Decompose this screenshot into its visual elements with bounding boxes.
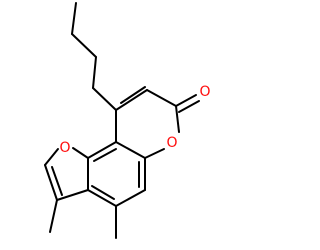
- butyl-chain: [71, 2, 117, 111]
- bond-c7-c6: [87, 189, 117, 207]
- bond-chain-4: [92, 87, 117, 111]
- bond-c5-ofuran: [72, 147, 89, 159]
- bond-carbonyl-2: [178, 100, 200, 113]
- chemical-structure: O O O: [44, 2, 211, 239]
- bond-c3-c2: [146, 89, 177, 107]
- bond-c4-c3: [115, 89, 148, 111]
- bond-c5-c4a: [87, 141, 117, 159]
- bond-o1-c8a: [144, 148, 165, 159]
- atom-o-furan: O: [59, 140, 70, 156]
- bond-c2f-c3f-inner: [51, 166, 63, 196]
- bond-c4-c3-inner: [120, 86, 146, 104]
- bond-c2-o1: [175, 105, 180, 133]
- bond-carbonyl-1: [175, 94, 197, 107]
- furan-ring: [44, 147, 89, 201]
- bond-c4a-c8a: [115, 141, 146, 159]
- bond-methyl-furan: [49, 199, 58, 233]
- benzene-ring: [87, 141, 146, 207]
- atom-o-carbonyl: O: [199, 84, 210, 100]
- bond-chain-1: [71, 2, 77, 35]
- bond-c5-c4a-inner: [93, 148, 117, 162]
- bond-chain-3: [92, 56, 97, 89]
- bond-c8-c7: [115, 189, 146, 207]
- bond-chain-2: [71, 33, 97, 58]
- atom-o-ring: O: [166, 135, 177, 151]
- bond-c7-c6-inner: [91, 185, 115, 200]
- carbonyl-group: [175, 94, 200, 113]
- bond-ofuran-c2f: [44, 148, 59, 166]
- bond-c3f-c6: [56, 189, 89, 201]
- pyranone-ring: [115, 86, 180, 159]
- bond-c2f-c3f: [44, 164, 58, 201]
